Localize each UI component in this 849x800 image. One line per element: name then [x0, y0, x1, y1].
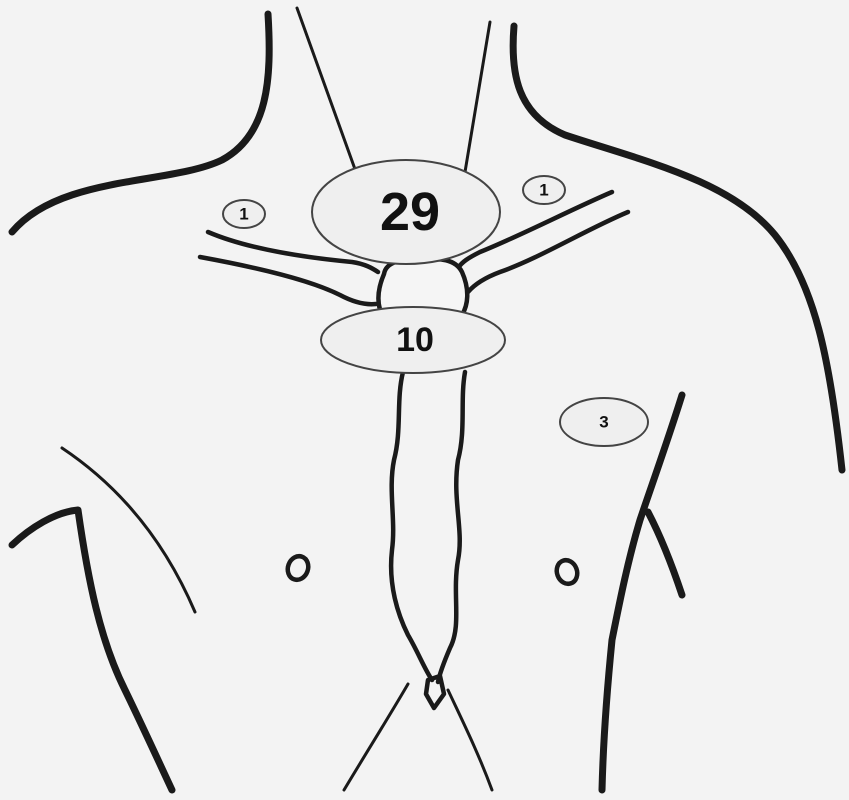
label-neck-center: 29 — [312, 160, 500, 264]
label-chest-right: 3 — [560, 398, 648, 446]
label-sternal-notch-text: 10 — [396, 321, 434, 359]
label-clavicle-left-text: 1 — [239, 205, 248, 224]
label-clavicle-left: 1 — [223, 200, 265, 228]
label-neck-center-text: 29 — [380, 182, 440, 242]
label-sternal-notch: 10 — [321, 307, 505, 373]
label-clavicle-right-text: 1 — [539, 181, 548, 200]
label-clavicle-right: 1 — [523, 176, 565, 204]
label-chest-right-text: 3 — [599, 413, 608, 432]
